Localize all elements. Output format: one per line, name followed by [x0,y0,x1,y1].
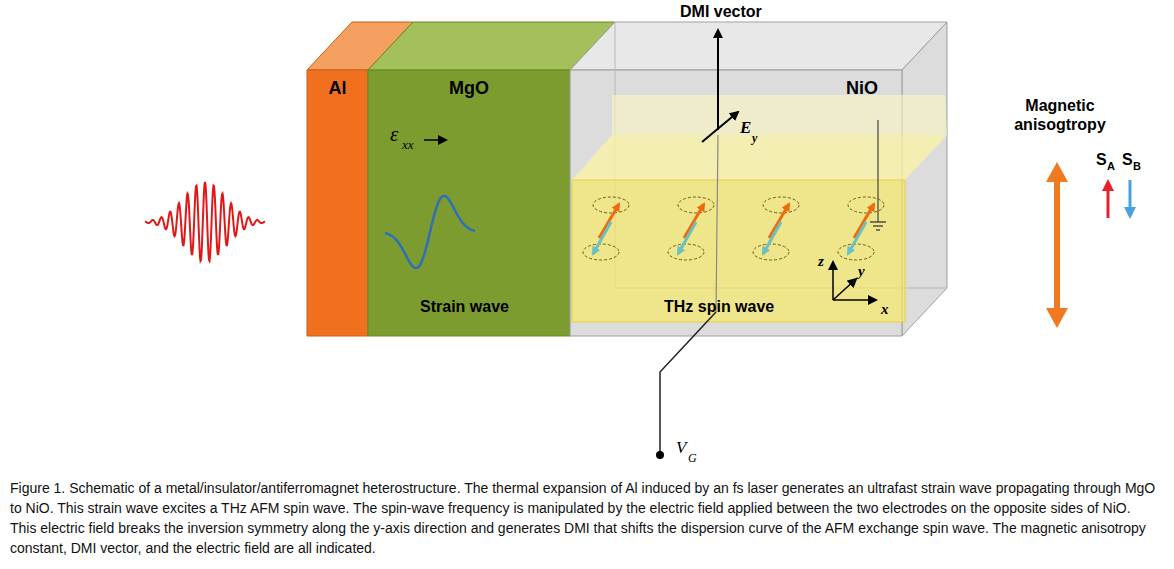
spin-label: S [1096,150,1107,169]
spin-b-arrow [1129,180,1132,216]
efield-arrow [702,112,738,142]
axis-label: y [858,262,865,280]
region-label: Strain wave [420,298,509,316]
gate-wire [660,312,716,452]
anisotropy-head [1046,162,1068,182]
nio-side-face [902,22,947,336]
strain-wave-curve [385,196,475,268]
spin-label: S [1122,150,1133,169]
spin-stroke [769,204,789,238]
spin-subscript: B [1133,160,1141,173]
spin-stroke [678,197,714,213]
spin-stroke [599,204,619,238]
band-top [572,135,947,180]
spin-stroke [583,244,619,260]
spin-stroke [684,204,704,238]
y-axis [833,279,856,300]
ground-symbol [876,229,880,230]
anisotropy-shaft [1054,178,1060,312]
ground-symbol [873,225,883,226]
spin-stroke [593,197,629,213]
dmi-arrow [717,30,719,130]
anisotropy-head [1046,308,1068,328]
gate-terminal [656,451,664,459]
electrode-line [716,135,718,312]
figure-caption: Figure 1. Schematic of a metal/insulator… [10,478,1160,558]
layer-name: Al [329,78,347,99]
band-back [612,95,947,135]
propagation-arrow [424,139,446,141]
layer-slab: MgO Strain wave [368,70,570,336]
gate-subscript: G [688,451,697,465]
spin-stroke [838,244,874,260]
laser-pulse [145,182,265,261]
spin-stroke [668,244,704,260]
field-label: E [740,118,751,138]
axis-label: x [881,300,889,318]
spin-stroke [848,222,866,254]
strain-subscript: xx [402,137,414,153]
spin-stroke [763,197,799,213]
spin-subscript: A [1107,160,1115,173]
spin-stroke [593,222,611,254]
spin-stroke [763,222,781,254]
spin-a-arrow [1107,182,1110,218]
layer-name: NiO [846,78,878,99]
spin-precession [583,197,884,260]
nio-top-face [570,22,947,70]
dmi-label: DMI vector [680,2,762,21]
ground-wire [877,120,878,222]
axis-label: z [818,252,824,270]
mgo-front-face [368,70,570,336]
spin-stroke [678,222,696,254]
region-label: THz spin wave [664,298,774,316]
spin-wave-band [572,180,905,322]
al-front-face [307,70,368,336]
gate-label: V [676,438,686,458]
ground-symbol [870,221,886,222]
field-subscript: y [752,131,757,145]
anisotropy-label: Magnetic anisogtropy [1000,96,1120,134]
spin-stroke [854,204,874,238]
layer-slab: Al [307,70,368,336]
x-axis [833,299,876,301]
layer-slab: NiO THz spin wave [570,70,902,336]
spin-wave-band: THz spin wave [572,180,905,322]
layer-name: MgO [449,78,489,99]
strain-symbol: ε [390,122,398,147]
spin-stroke [753,244,789,260]
z-axis [832,262,834,300]
